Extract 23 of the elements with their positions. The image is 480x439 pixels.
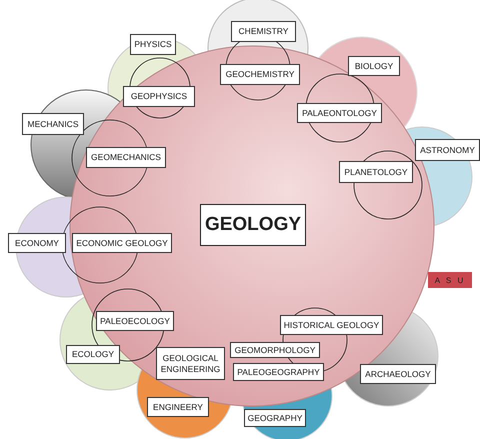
discipline-label-box: GEOLOGICAL ENGINEERING — [156, 347, 225, 380]
discipline-label-box: PHYSICS — [130, 34, 176, 55]
discipline-label-box: BIOLOGY — [348, 56, 400, 76]
discipline-label-box: ECONOMY — [8, 233, 66, 253]
stamp-label: A S U — [428, 272, 472, 288]
discipline-label-box: GEOMECHANICS — [86, 147, 166, 168]
discipline-label-box: ASTRONOMY — [415, 139, 480, 161]
discipline-label-box: ECOLOGY — [66, 345, 120, 364]
discipline-label-box: HISTORICAL GEOLOGY — [280, 315, 383, 335]
discipline-label-box: ENGINEERY — [147, 397, 209, 417]
discipline-label-box: PALEOGEOGRAPHY — [233, 363, 324, 381]
discipline-label-box: MECHANICS — [22, 113, 84, 135]
discipline-label-box: ECONOMIC GEOLOGY — [72, 233, 172, 253]
discipline-label-box: CHEMISTRY — [231, 21, 296, 42]
discipline-label-box: GEOCHEMISTRY — [220, 64, 300, 85]
discipline-label-box: ARCHAEOLOGY — [360, 364, 436, 384]
title-box: GEOLOGY — [200, 204, 306, 246]
discipline-label-box: GEOMORPHOLOGY — [230, 342, 320, 358]
discipline-label-box: GEOGRAPHY — [244, 409, 306, 427]
discipline-label-box: PALEOECOLOGY — [96, 311, 174, 331]
discipline-label-box: PALAEONTOLOGY — [297, 103, 382, 123]
discipline-label-box: GEOPHYSICS — [123, 86, 195, 107]
discipline-label-box: PLANETOLOGY — [339, 161, 413, 183]
